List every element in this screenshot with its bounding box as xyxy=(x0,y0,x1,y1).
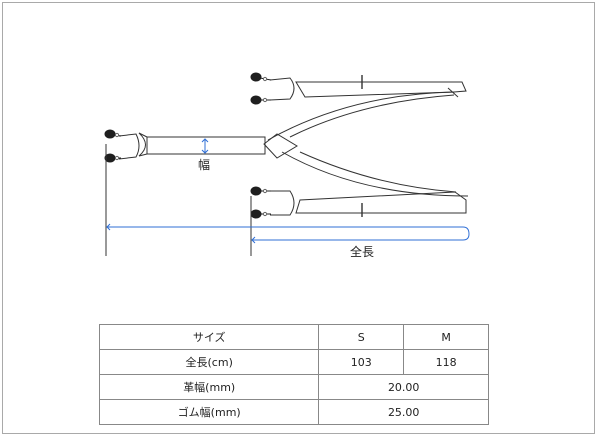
clip-icon-upper-2 xyxy=(250,95,271,105)
table-row: 革幅(mm) 20.00 xyxy=(98,374,489,400)
upper-strap-inner xyxy=(267,91,456,141)
table-row: ゴム幅(mm) 25.00 xyxy=(98,399,489,425)
size-spec-table: サイズ S M 全長(cm) 103 118 革幅(mm) 20.00 ゴム幅(… xyxy=(98,324,489,425)
row-leather-width-value: 20.00 xyxy=(318,374,489,400)
clip-icon-back-2 xyxy=(104,153,121,163)
dimension-lines xyxy=(106,138,470,244)
clip-icon-upper-1 xyxy=(250,72,272,82)
back-strap xyxy=(146,136,266,155)
upper-strap xyxy=(295,81,467,98)
header-size-label: サイズ xyxy=(98,324,320,350)
total-length-dimension xyxy=(107,226,470,241)
row-total-length-label: 全長(cm) xyxy=(98,349,320,375)
header-size-s: S xyxy=(318,324,405,350)
row-elastic-width-value: 25.00 xyxy=(318,399,489,425)
row-elastic-width-label: ゴム幅(mm) xyxy=(98,399,320,425)
clip-icon-back-1 xyxy=(104,129,122,139)
clip-icon-lower-1 xyxy=(250,186,271,196)
row-total-length-m: 118 xyxy=(403,349,489,375)
width-label: 幅 xyxy=(198,158,211,172)
header-size-m: M xyxy=(403,324,489,350)
row-leather-width-label: 革幅(mm) xyxy=(98,374,320,400)
row-total-length-s: 103 xyxy=(318,349,405,375)
center-junction xyxy=(263,133,298,159)
table-header-row: サイズ S M xyxy=(98,324,489,350)
table-row: 全長(cm) 103 118 xyxy=(98,349,489,375)
total-length-label: 全長 xyxy=(350,245,375,259)
clip-icon-lower-2 xyxy=(250,209,271,219)
